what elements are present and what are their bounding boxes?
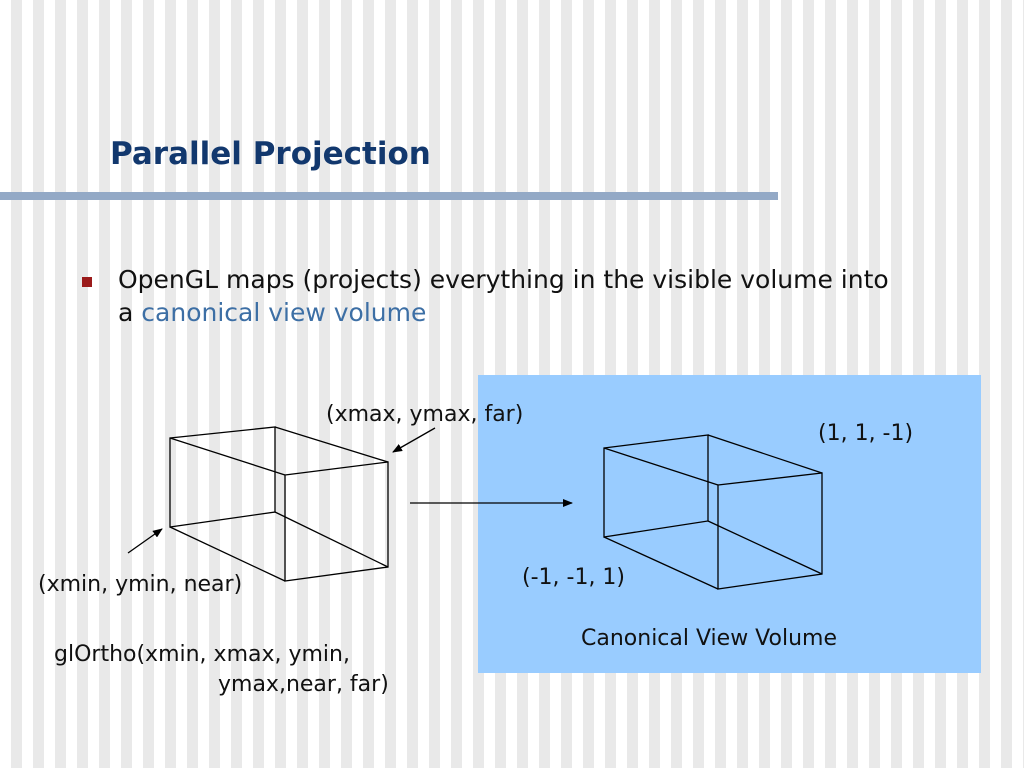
glortho-call-line-2: ymax,near, far)	[218, 672, 389, 697]
source-box-back-face	[169, 426, 276, 528]
near-corner-label: (xmin, ymin, near)	[38, 572, 243, 597]
canonical-far-corner-label: (1, 1, -1)	[818, 421, 914, 446]
near-corner-pointer-arrow	[127, 528, 163, 554]
canonical-volume-panel	[478, 375, 981, 673]
bullet-text-main: OpenGL maps (projects) everything in the…	[118, 265, 889, 327]
title-underline	[0, 192, 778, 200]
canonical-box-front-face	[717, 472, 823, 590]
far-corner-pointer-arrow	[392, 427, 436, 453]
canonical-box-edge-bottom-right	[707, 520, 823, 575]
canonical-box-edge-top-right	[707, 434, 823, 474]
canonical-view-volume-link-text: canonical view volume	[141, 298, 427, 327]
source-box-edge-bottom-right	[274, 511, 389, 568]
source-view-volume-box	[169, 426, 389, 582]
canonical-box-back-face	[603, 434, 709, 538]
canonical-view-volume-box	[603, 434, 823, 590]
canonical-view-volume-caption: Canonical View Volume	[581, 626, 838, 651]
source-box-edge-top-right	[274, 426, 389, 463]
slide-title: Parallel Projection	[110, 136, 431, 172]
source-box-edge-top-left	[169, 437, 286, 476]
canonical-near-corner-label: (-1, -1, 1)	[522, 565, 626, 590]
glortho-call-line-1: glOrtho(xmin, xmax, ymin,	[54, 642, 350, 667]
bullet-text: OpenGL maps (projects) everything in the…	[118, 263, 898, 329]
source-box-front-face	[284, 461, 389, 582]
canonical-box-edge-top-left	[603, 447, 719, 486]
source-box-edge-bottom-left	[169, 526, 286, 582]
far-corner-label: (xmax, ymax, far)	[326, 402, 524, 427]
bullet-square-icon	[82, 277, 92, 287]
canonical-box-edge-bottom-left	[603, 536, 719, 590]
